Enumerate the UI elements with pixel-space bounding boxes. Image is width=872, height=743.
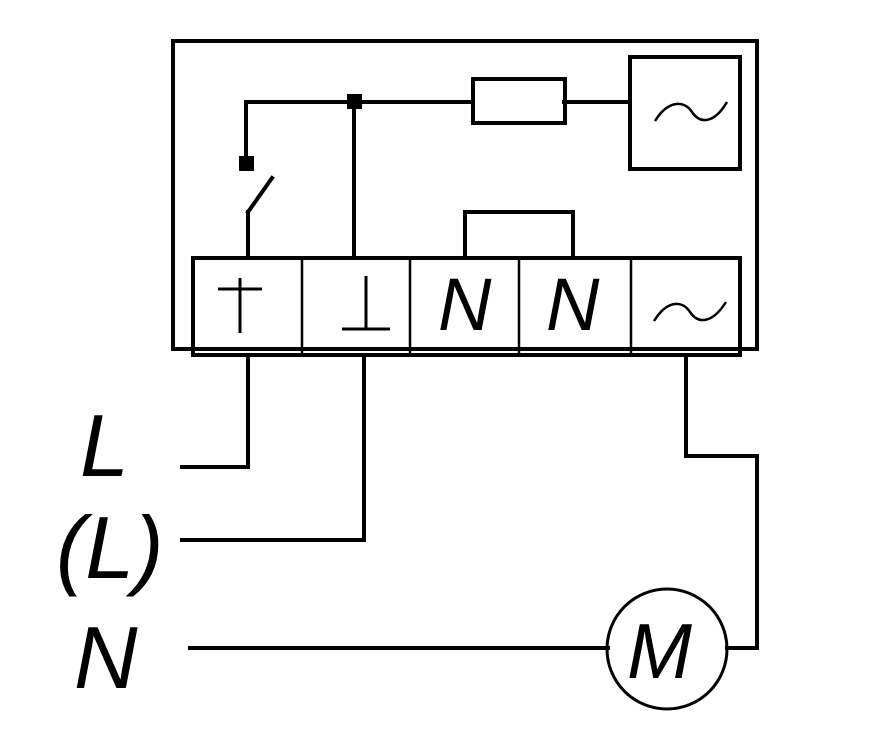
terminal-block <box>191 256 742 357</box>
input-label-L: L <box>80 396 129 495</box>
terminal-4-symbol: N <box>546 263 600 346</box>
junction-node-relay <box>239 156 254 171</box>
wire-motor <box>684 353 759 650</box>
device-housing <box>171 39 759 351</box>
ac-module-wave-icon <box>653 101 729 122</box>
terminal-1-symbol <box>218 278 262 333</box>
relay-switch <box>245 175 275 215</box>
wire-switched-L <box>180 353 366 542</box>
terminal-3-symbol: N <box>438 263 492 346</box>
wire-L <box>180 353 250 469</box>
input-label-switched-L: (L) <box>56 498 164 597</box>
input-label-N: N <box>74 608 138 707</box>
terminal-2-symbol <box>342 276 390 331</box>
neutral-bridge <box>463 210 575 260</box>
motor-label: M <box>627 607 692 695</box>
ac-module <box>628 55 742 171</box>
motor-symbol <box>605 587 729 711</box>
fuse <box>471 77 567 125</box>
terminal-5-wave-icon <box>652 301 728 322</box>
